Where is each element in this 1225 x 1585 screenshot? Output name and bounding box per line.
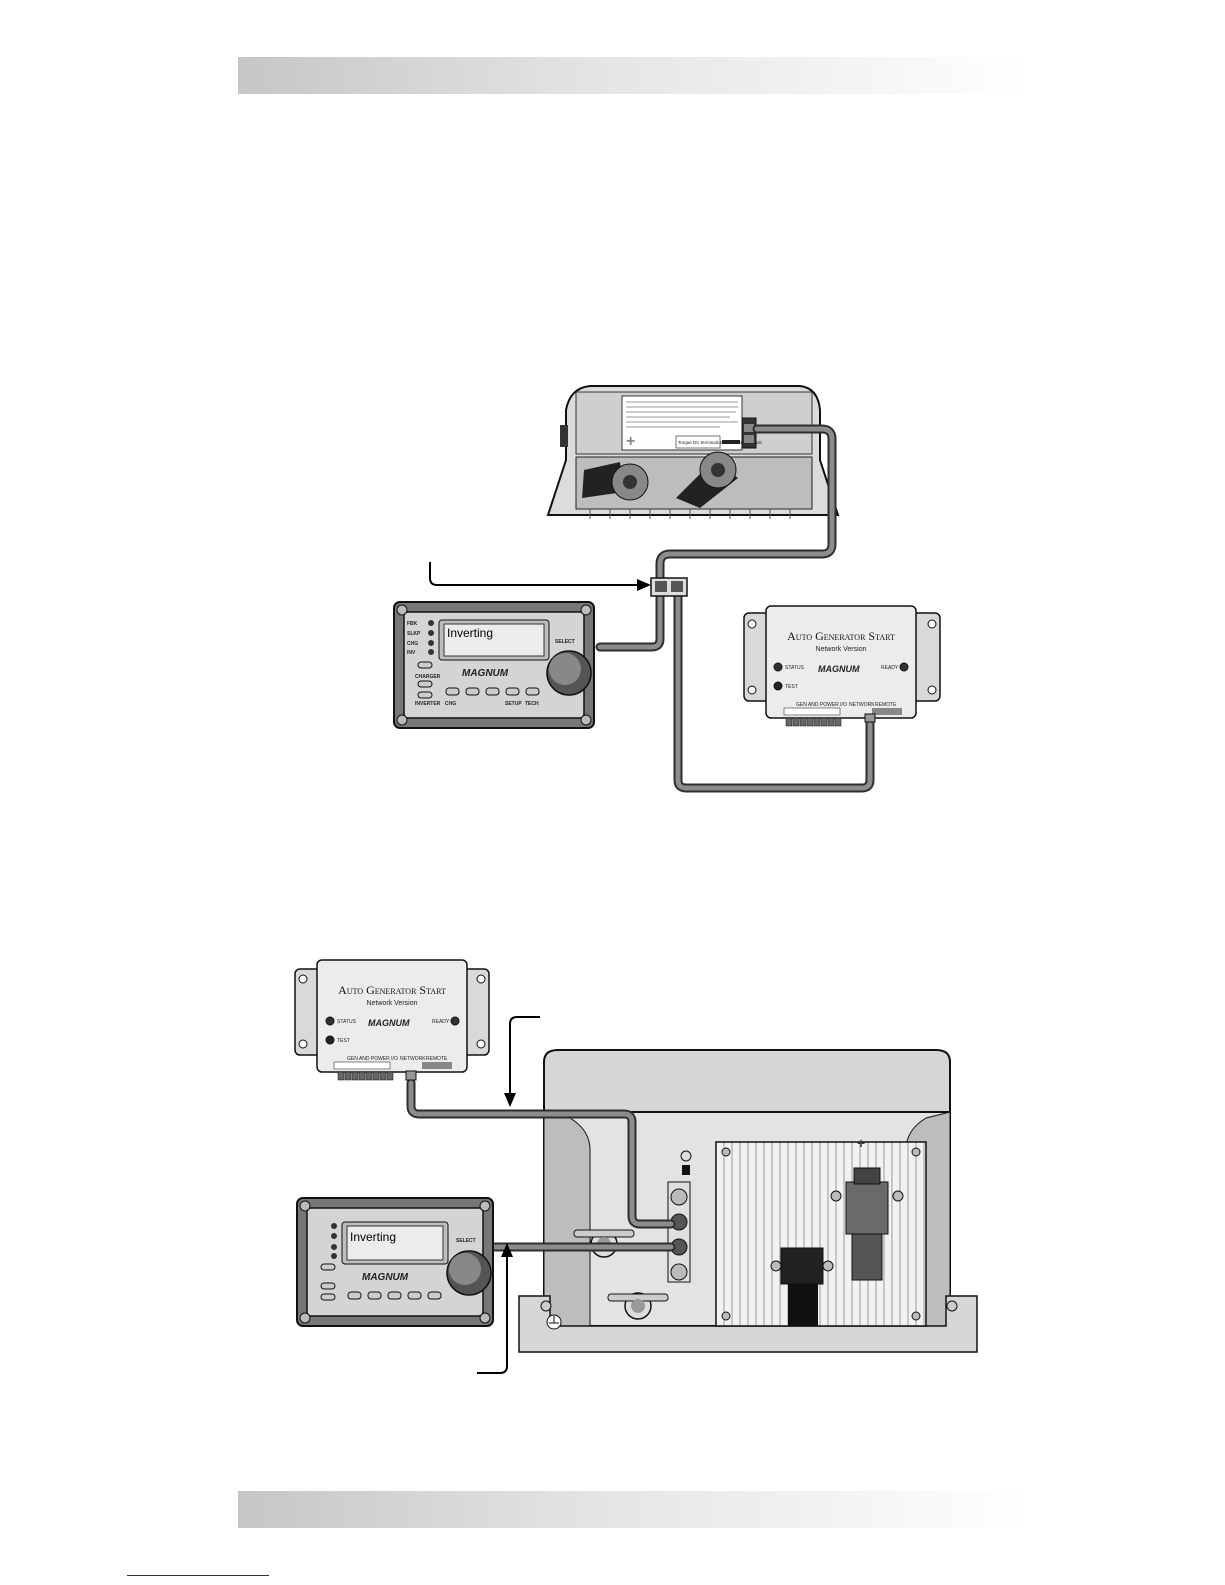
port-panel [667, 1181, 691, 1283]
network-jack [405, 1070, 417, 1081]
header-band [238, 57, 1026, 94]
ags-subtitle: Network Version [367, 1000, 418, 1007]
menu-button[interactable] [525, 687, 540, 696]
status-label: STATUS [785, 665, 805, 671]
top-figure: + Torque DC terminals to 10-12 foot-poun… [393, 385, 941, 793]
footer-link-underline[interactable] [127, 1575, 269, 1576]
status-led [325, 1016, 335, 1026]
ags-title: Auto Generator Start [787, 629, 895, 643]
btn-label-setup: SETUP [505, 701, 522, 707]
inverter-label-note: Torque DC terminals to 10-12 foot-pounds [678, 440, 763, 445]
remote-label: REMOTE [426, 1056, 448, 1062]
led-indicator [331, 1253, 337, 1259]
led-indicator [331, 1233, 337, 1239]
footer-band [238, 1491, 1026, 1528]
menu-button[interactable] [407, 1291, 422, 1300]
network-port [744, 424, 754, 432]
ags-module-top: Auto Generator Start Network Version STA… [743, 605, 941, 727]
menu-button[interactable] [347, 1291, 362, 1300]
onoff-button[interactable] [417, 691, 433, 699]
lcd-display [346, 1225, 444, 1261]
callout-arrow-remote [477, 1243, 513, 1374]
ready-label: READY [881, 665, 899, 671]
remote-control-bottom: Inverting MAGNUM SELECT [296, 1197, 494, 1327]
charger-label: CHARGER [415, 674, 441, 680]
ac-strain-relief [607, 1292, 669, 1320]
positive-symbol: + [857, 1135, 865, 1151]
callout-arrow-network [504, 1016, 540, 1107]
ags-subtitle: Network Version [816, 646, 867, 653]
network-splitter [650, 577, 688, 597]
inverter-top: + Torque DC terminals to 10-12 foot-poun… [546, 385, 840, 519]
test-button[interactable] [325, 1035, 335, 1045]
remote-port [744, 435, 754, 443]
led-label-fbk: FBK [407, 621, 418, 627]
knob-label: SELECT [555, 639, 575, 645]
brand-logo: MAGNUM [462, 668, 509, 679]
brand-logo: MAGNUM [818, 664, 860, 674]
plus-symbol: + [626, 433, 635, 450]
top-cables [595, 424, 875, 793]
test-label: TEST [785, 684, 798, 690]
remote-label: REMOTE [875, 702, 897, 708]
heat-sink [715, 1141, 927, 1327]
status-led [773, 662, 783, 672]
led-label-chg: CHG [407, 641, 418, 647]
callout-arrow-splitter [429, 562, 651, 591]
menu-button[interactable] [505, 687, 520, 696]
test-label: TEST [337, 1038, 350, 1044]
led-label-inv: INV [407, 650, 416, 656]
led-indicator [331, 1244, 337, 1250]
lcd-display [443, 623, 545, 657]
terminal-label: GEN AND POWER I/O [347, 1056, 398, 1062]
bottom-figure: + [294, 959, 978, 1374]
network-jack [864, 713, 876, 723]
inverter-label: INVERTER [415, 701, 441, 707]
remote-control-top: Inverting FBK SLKP CHG INV CHARGER INVER… [393, 601, 595, 729]
terminal-label: GEN AND POWER I/O [796, 702, 847, 708]
onoff-button[interactable] [320, 1293, 336, 1301]
ready-led [899, 662, 909, 672]
ags-module-bottom: Auto Generator Start Network Version STA… [294, 959, 490, 1081]
menu-button[interactable] [367, 1291, 382, 1300]
menu-button[interactable] [427, 1291, 442, 1300]
lcd-status-text: Inverting [350, 1230, 396, 1244]
menu-button[interactable] [387, 1291, 402, 1300]
positive-terminal-cover [845, 1181, 889, 1235]
btn-label-tech: TECH [525, 701, 539, 707]
brand-logo: MAGNUM [362, 1272, 409, 1283]
menu-button[interactable] [485, 687, 500, 696]
bottom-cables [406, 1078, 676, 1252]
menu-button[interactable] [445, 687, 460, 696]
led-indicator [428, 640, 434, 646]
ready-label: READY [432, 1019, 450, 1025]
led-indicator [331, 1223, 337, 1229]
network-label: NETWORK [849, 702, 875, 708]
led-indicator [428, 649, 434, 655]
ags-title: Auto Generator Start [338, 983, 446, 997]
status-label: STATUS [337, 1019, 357, 1025]
led-indicator [428, 630, 434, 636]
btn-label-chg: CHG [445, 701, 456, 707]
port [670, 1263, 688, 1281]
test-button[interactable] [773, 681, 783, 691]
knob-label: SELECT [456, 1238, 476, 1244]
ready-led [450, 1016, 460, 1026]
terminal-block [785, 717, 842, 727]
led-indicator [428, 620, 434, 626]
port [670, 1188, 688, 1206]
network-label: NETWORK [400, 1056, 426, 1062]
terminal-block [337, 1071, 394, 1081]
led-label-slkp: SLKP [407, 631, 421, 637]
inverter-front: + [518, 1049, 978, 1353]
lcd-status-text: Inverting [447, 626, 493, 640]
negative-terminal-cover [780, 1247, 824, 1285]
menu-button[interactable] [465, 687, 480, 696]
brand-logo: MAGNUM [368, 1018, 410, 1028]
